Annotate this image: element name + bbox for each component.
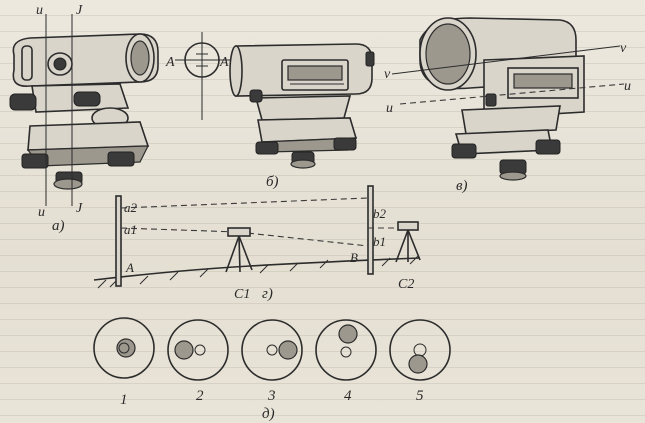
reading-a2-label: a2 xyxy=(124,200,138,215)
reading-a1-label: a1 xyxy=(124,222,137,237)
circle-label-2: 2 xyxy=(196,388,204,404)
axis-u-bottom-label: u xyxy=(38,205,45,220)
axis-j-top-label: J xyxy=(76,3,83,18)
panel-b-caption: б) xyxy=(266,174,279,190)
level-b-illustration xyxy=(175,32,375,169)
station-c1-label: C1 xyxy=(234,287,250,302)
axis-u-left-label: u xyxy=(386,101,393,116)
point-a-label: A xyxy=(125,260,134,275)
axis-v-left-label: v xyxy=(384,67,391,82)
point-a-right-label: A xyxy=(219,55,229,70)
station-c2-label: C2 xyxy=(398,277,414,292)
point-a-left-label: A xyxy=(165,55,175,70)
bubble-circle-1 xyxy=(93,317,155,379)
reading-b1-label: b1 xyxy=(373,234,386,249)
axis-j-bottom-label: J xyxy=(76,201,83,216)
leveling-scheme xyxy=(93,185,421,289)
bubble-circle-4 xyxy=(315,319,377,381)
panel-g-caption: г) xyxy=(262,286,273,302)
circle-label-3: 3 xyxy=(267,388,276,404)
axis-u-top-label: u xyxy=(36,3,43,18)
bubble-circle-3 xyxy=(241,319,303,381)
axis-v-right-label: v xyxy=(620,41,627,56)
circle-label-1: 1 xyxy=(120,392,128,408)
level-v-illustration xyxy=(391,17,625,181)
bubble-circles xyxy=(93,317,451,381)
level-a-illustration xyxy=(9,14,159,206)
circle-label-4: 4 xyxy=(344,388,352,404)
axis-u-right-label: u xyxy=(624,79,631,94)
panel-d-caption: д) xyxy=(262,406,275,422)
panel-v-caption: в) xyxy=(456,178,468,194)
bubble-circle-5 xyxy=(389,319,451,381)
circle-label-5: 5 xyxy=(416,388,424,404)
point-b-label: B xyxy=(350,250,358,265)
panel-a-caption: а) xyxy=(52,218,65,234)
bubble-circle-2 xyxy=(167,319,229,381)
reading-b2-label: b2 xyxy=(373,206,387,221)
